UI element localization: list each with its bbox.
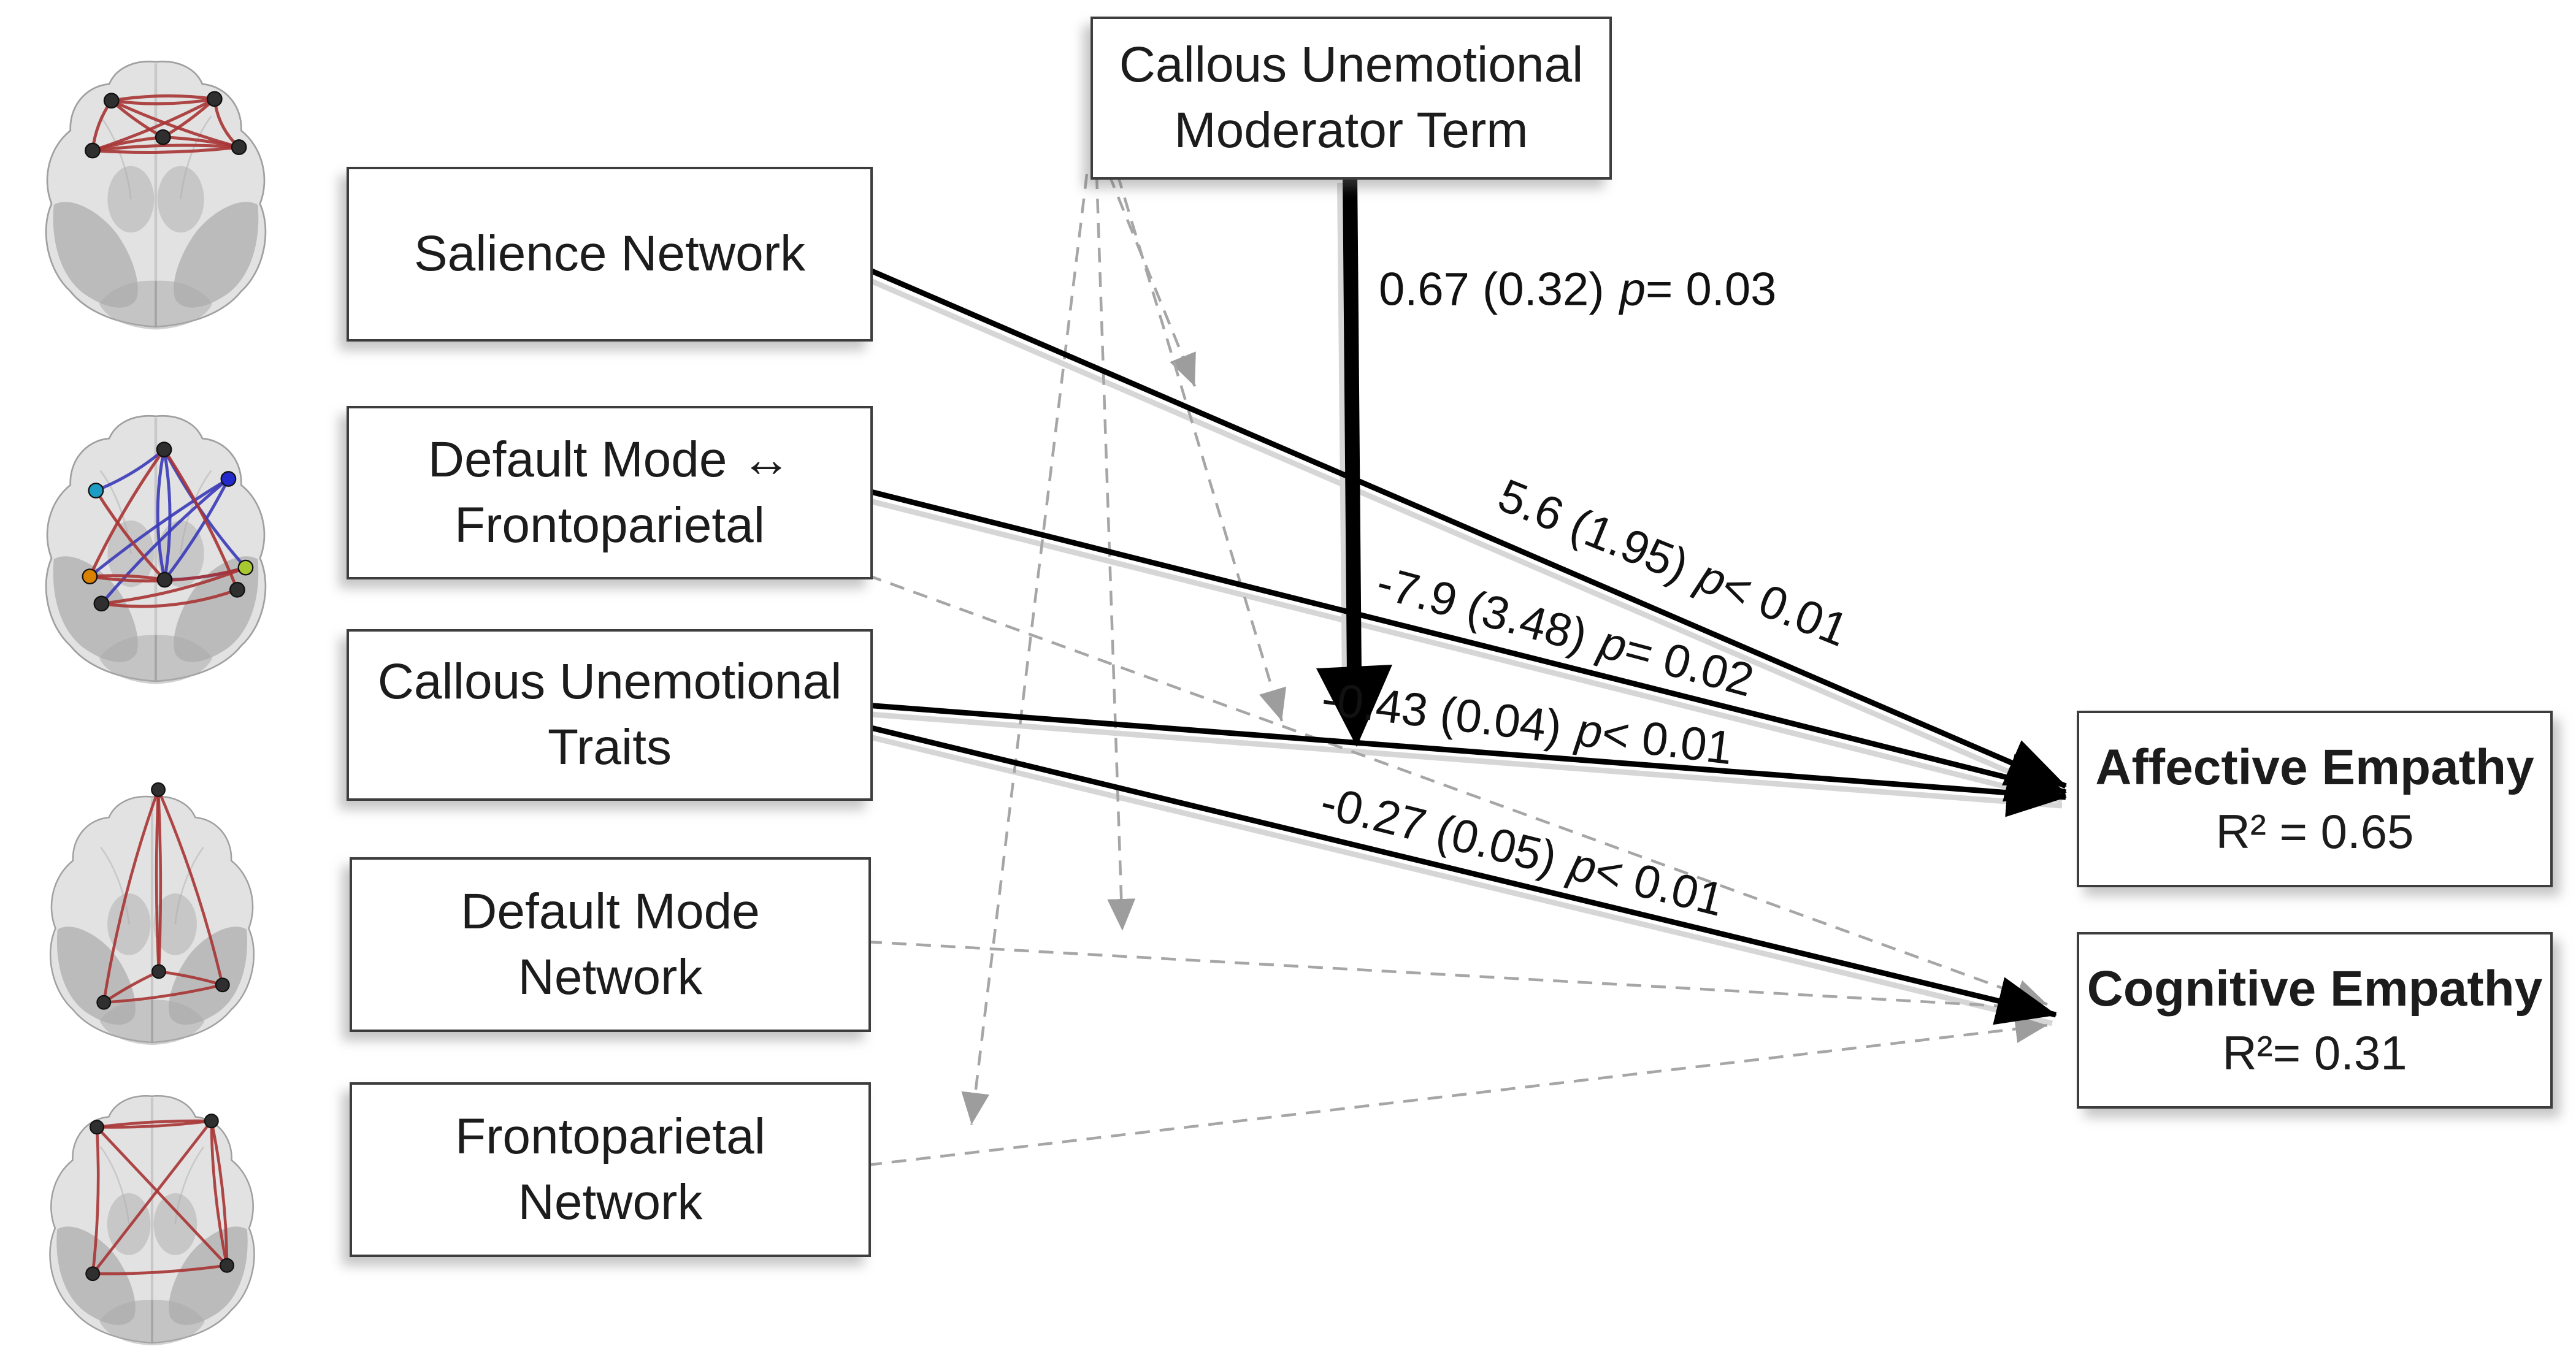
path-cu-traits-to-affective [865,702,2067,817]
box-cognitive-empathy: Cognitive Empathy R²= 0.31 [2077,932,2553,1109]
affective-empathy-title: Affective Empathy [2095,739,2534,795]
path-salience-to-affective [865,266,2067,789]
box-default-mode-frontoparietal-label: Default Mode ↔Frontoparietal [427,431,792,553]
moderation-arrowhead [1316,665,1392,747]
path-dmnfpn-to-cognitive [867,573,2048,1007]
brain-salience-network-image [17,28,294,359]
brain-frontoparietal-network-image [15,1069,289,1368]
box-salience-network-label: Salience Network [413,226,806,282]
label-moderation-coefficient: 0.67 (0.32) p= 0.03 [1379,263,1777,316]
moderator-dashed-arrow-3 [961,174,1089,1125]
box-affective-empathy: Affective Empathy R² = 0.65 [2077,711,2553,887]
affective-empathy-r2: R² = 0.65 [2215,804,2414,858]
moderator-dashed-arrow-1 [1107,174,1197,387]
moderator-dashed-arrow-4 [1116,174,1287,722]
path-dmn-to-cognitive [867,940,2048,1022]
cognitive-empathy-title: Cognitive Empathy [2087,961,2543,1017]
box-salience-network: Salience Network [347,167,873,342]
box-default-mode-frontoparietal: Default Mode ↔Frontoparietal [347,406,873,579]
brain-default-mode-network-image [15,782,289,1068]
brain-dmn-fpn-network-image [17,379,294,717]
cognitive-empathy-r2: R²= 0.31 [2222,1025,2407,1080]
path-dmnfpn-to-affective [865,487,2067,802]
path-cu-traits-to-cognitive [865,724,2057,1025]
path-fpn-to-cognitive [867,1015,2048,1167]
moderation-arrow [1316,174,1392,747]
